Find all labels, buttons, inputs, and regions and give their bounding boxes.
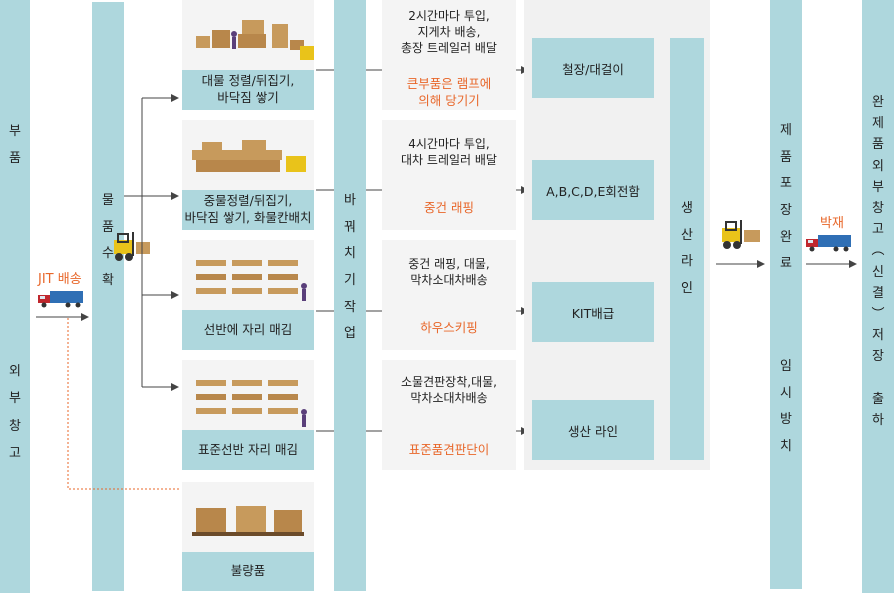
receiving-box-large: 대물 정렬/뒤집기, 바닥짐 쌓기 xyxy=(182,0,314,110)
receiving-box-label: 중물정렬/뒤집기, 바닥짐 쌓기, 화물칸배치 xyxy=(182,190,314,230)
note-text: 4시간마다 투입, 대차 트레일러 배달 xyxy=(401,137,497,168)
note-highlight: 표준품견판단이 xyxy=(408,442,490,457)
process-box-kit: KIT배급 xyxy=(532,282,654,342)
production-line-label: 생 산 라 인 xyxy=(681,201,693,296)
note-highlight: 하우스키핑 xyxy=(420,320,478,335)
finished-goods-warehouse-label: 완 제 품 외 부 창 고 ︵ 신 결 ︶ 저 장 출 하 xyxy=(871,95,885,428)
product-packaging-bar: 제 품 포 장 완 료 임 시 방 치 xyxy=(770,0,802,589)
receiving-box-label: 대물 정렬/뒤집기, 바닥짐 쌓기 xyxy=(182,70,314,110)
loading-label: 박재 xyxy=(820,216,844,231)
jit-delivery-label: JIT 배송 xyxy=(38,272,82,287)
parts-label: 부 품 xyxy=(9,124,21,167)
pallet-stack-icon xyxy=(192,140,306,172)
defective-pallet-icon xyxy=(192,506,304,536)
truck-icon xyxy=(38,290,84,308)
receiving-bar: 물 품 수 확 xyxy=(92,2,124,591)
process-box-cage: 철장/대걸이 xyxy=(532,38,654,98)
process-box-production-line: 생산 라인 xyxy=(532,400,654,460)
finished-goods-warehouse-bar: 완 제 품 외 부 창 고 ︵ 신 결 ︶ 저 장 출 하 xyxy=(862,0,894,593)
note-box-2: 4시간마다 투입, 대차 트레일러 배달 중건 래핑 xyxy=(382,120,516,230)
receiving-label: 물 품 수 확 xyxy=(102,193,114,288)
note-text: 소물견판장착,대물, 막차소대차배송 xyxy=(401,375,497,406)
forklift-icon xyxy=(110,230,154,262)
receiving-box-standard-shelf: 표준선반 자리 매김 xyxy=(182,360,314,470)
forklift-icon xyxy=(718,218,764,250)
parts-external-warehouse-bar: 부 품 외 부 창 고 xyxy=(0,0,30,593)
receiving-box-medium: 중물정렬/뒤집기, 바닥짐 쌓기, 화물칸배치 xyxy=(182,120,314,230)
transfer-work-bar: 바 꿔 치 기 작 업 xyxy=(334,0,366,591)
receiving-box-label: 표준선반 자리 매김 xyxy=(182,430,314,470)
receiving-box-label: 선반에 자리 매김 xyxy=(182,310,314,350)
packaging-complete-label: 제 품 포 장 완 료 xyxy=(780,123,792,272)
defective-goods-box: 불량품 xyxy=(182,482,314,591)
shelf-icon xyxy=(196,380,307,427)
shelf-icon xyxy=(196,260,307,301)
note-box-1: 2시간마다 투입, 지게차 배송, 총장 트레일러 배달 큰부품은 램프에 의해… xyxy=(382,0,516,110)
temporary-storage-label: 임 시 방 치 xyxy=(780,359,792,454)
note-text: 중건 래핑, 대물, 막차소대차배송 xyxy=(408,257,490,288)
note-text: 2시간마다 투입, 지게차 배송, 총장 트레일러 배달 xyxy=(401,9,497,56)
pallet-stack-icon xyxy=(196,20,314,60)
truck-icon xyxy=(806,234,852,252)
note-highlight: 큰부품은 램프에 의해 당기기 xyxy=(406,76,492,108)
note-highlight: 중건 래핑 xyxy=(424,200,474,215)
process-box-rotating: A,B,C,D,E회전함 xyxy=(532,160,654,220)
defective-goods-label: 불량품 xyxy=(182,552,314,591)
transfer-work-label: 바 꿔 치 기 작 업 xyxy=(344,193,356,342)
note-box-3: 중건 래핑, 대물, 막차소대차배송 하우스키핑 xyxy=(382,240,516,350)
production-line-bar: 생 산 라 인 xyxy=(670,38,704,460)
note-box-4: 소물견판장착,대물, 막차소대차배송 표준품견판단이 xyxy=(382,360,516,470)
receiving-box-shelf: 선반에 자리 매김 xyxy=(182,240,314,350)
external-warehouse-label: 외 부 창 고 xyxy=(9,364,21,461)
